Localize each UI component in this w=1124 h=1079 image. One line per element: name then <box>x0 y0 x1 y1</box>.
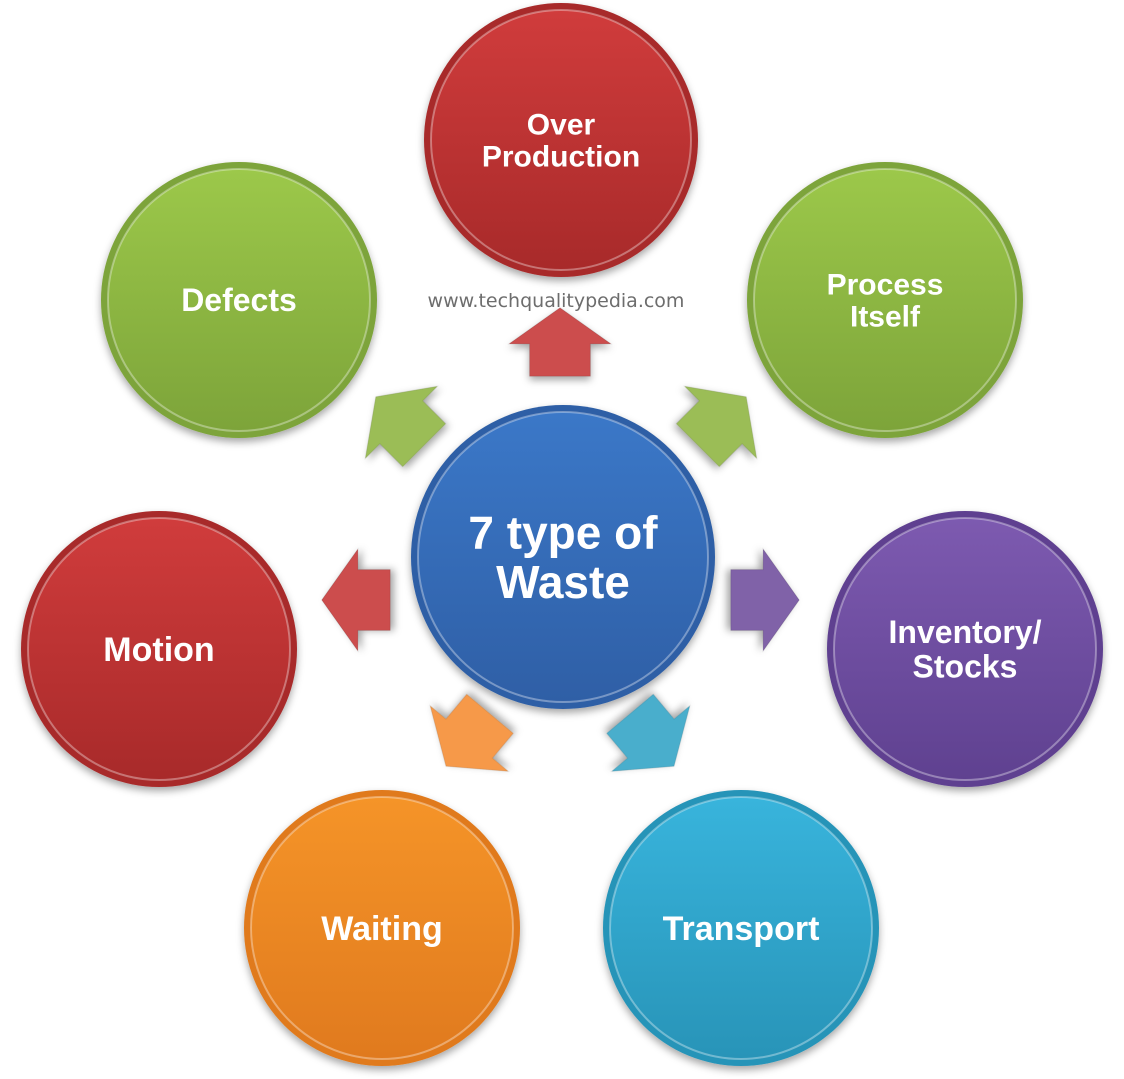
waste-circle-process-itself-face <box>753 168 1017 432</box>
waste-circle-process-itself-label-line: Process <box>827 268 944 301</box>
arrow-to-inventory-stocks-icon <box>730 547 800 653</box>
waste-circle-transport: Transport <box>603 790 879 1066</box>
waste-circle-over-production-label-line: Over <box>527 108 596 141</box>
center-circle-face <box>417 411 709 703</box>
arrows-layer <box>321 307 800 772</box>
waste-circle-process-itself-label-line: Itself <box>850 301 921 334</box>
waste-circle-motion-face <box>27 517 291 781</box>
waste-circle-inventory-stocks: Inventory/Stocks <box>827 511 1103 787</box>
waste-circle-transport-label-line: Transport <box>663 910 820 948</box>
waste-circle-inventory-stocks-face <box>833 517 1097 781</box>
waste-circle-motion-label-line: Motion <box>103 631 214 669</box>
waste-circle-over-production-face <box>430 9 692 271</box>
arrow-to-process-itself-icon <box>675 385 758 468</box>
arrow-to-defects-icon <box>364 385 447 468</box>
waste-circle-over-production-label-line: Production <box>482 141 640 174</box>
waste-circle-transport-face <box>609 796 873 1060</box>
waste-circle-waiting-label-line: Waiting <box>321 910 443 948</box>
arrow-to-motion-icon <box>321 547 391 653</box>
waste-circle-waiting: Waiting <box>244 790 520 1066</box>
waste-circle-defects-face <box>107 168 371 432</box>
circles-layer: OverProductionProcessItselfInventory/Sto… <box>21 3 1103 1066</box>
waste-circle-motion: Motion <box>21 511 297 787</box>
waste-circle-waiting-face <box>250 796 514 1060</box>
waste-circle-inventory-stocks-label-line: Inventory/ <box>889 614 1042 650</box>
center-circle-label-line: Waste <box>496 556 630 608</box>
arrow-to-waiting-icon <box>429 693 514 772</box>
watermark-text: www.techqualitypedia.com <box>428 290 685 312</box>
center-circle-label-line: 7 type of <box>468 506 658 558</box>
waste-circle-inventory-stocks-label-line: Stocks <box>913 648 1018 684</box>
waste-circle-defects-label-line: Defects <box>181 282 297 318</box>
arrow-to-over-production-icon <box>507 307 613 377</box>
arrow-to-transport-icon <box>606 693 691 772</box>
waste-circle-defects: Defects <box>101 162 377 438</box>
